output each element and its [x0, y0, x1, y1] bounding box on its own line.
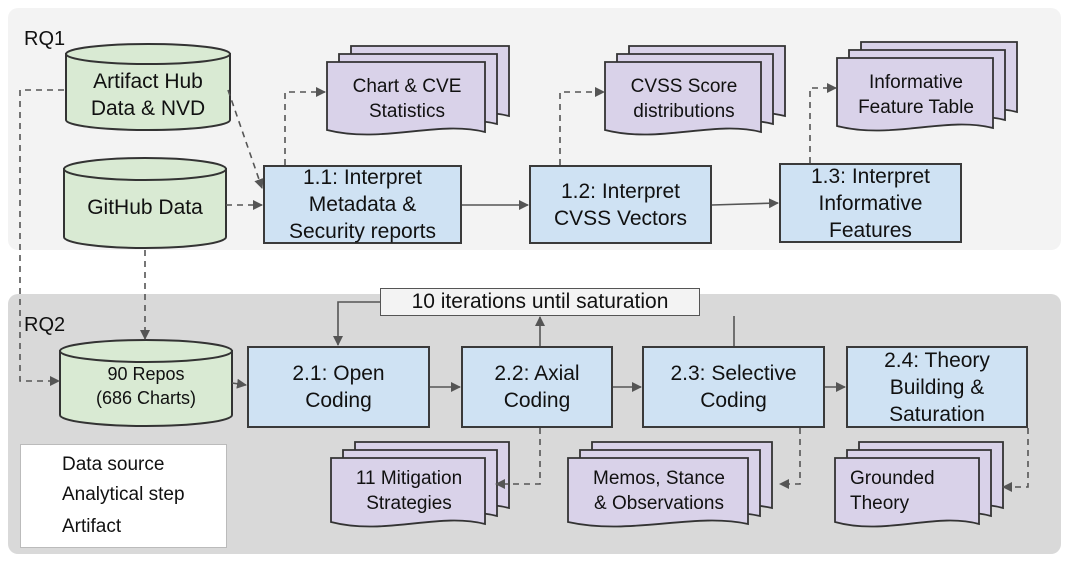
- memos-stack: [567, 441, 773, 528]
- artifact-hub-source: Artifact Hub Data & NVD: [90, 70, 206, 120]
- rq1-label: RQ1: [24, 28, 66, 50]
- chart-cve-stack: [326, 45, 510, 136]
- step-2-4: 2.4: Theory Building & Saturation: [846, 346, 1028, 428]
- artifact-grounded-theory: Grounded Theory: [850, 468, 935, 514]
- step-1-3: 1.3: Interpret Informative Features: [779, 163, 962, 243]
- legend: [20, 444, 227, 548]
- arrow-1-1-to-chart-cve: [284, 87, 326, 165]
- arrow-2-3-to-memos: [779, 428, 801, 489]
- arrow-repos-to-2-1: [231, 378, 247, 389]
- cvss-distributions-stack: [604, 45, 786, 136]
- artifact-cvss-distributions: CVSS Score distributions: [630, 76, 738, 122]
- iterations-note: 10 iterations until saturation: [380, 288, 700, 316]
- arrow-artifacthub-to-1-1: [227, 89, 264, 189]
- arrow-iterations-to-2-1: [333, 301, 380, 346]
- rq2-label: RQ2: [24, 314, 66, 336]
- arrow-artifacthub-to-repos: [19, 89, 64, 386]
- github-data-source: GitHub Data: [87, 196, 203, 219]
- legend-artifact: Artifact: [62, 516, 122, 537]
- arrow-1-2-to-1-3: [711, 198, 779, 209]
- arrow-2-4-to-theory: [1002, 428, 1029, 492]
- step-2-2: 2.2: Axial Coding: [461, 346, 613, 428]
- arrow-2-2-to-mitigation: [495, 428, 541, 489]
- step-1-1: 1.1: Interpret Metadata & Security repor…: [263, 165, 462, 244]
- repos-source: 90 Repos (686 Charts): [95, 364, 197, 408]
- step-2-1: 2.1: Open Coding: [247, 346, 430, 428]
- artifact-mitigation-strategies: 11 Mitigation Strategies: [355, 468, 463, 514]
- legend-analytical-step: Analytical step: [62, 484, 185, 505]
- theory-stack: [834, 441, 1004, 528]
- repos-cylinder: [59, 339, 233, 427]
- step-1-2: 1.2: Interpret CVSS Vectors: [529, 165, 712, 244]
- artifact-hub-cylinder: [65, 43, 231, 131]
- artifact-feature-table: Informative Feature Table: [858, 72, 974, 118]
- artifact-memos: Memos, Stance & Observations: [593, 468, 725, 514]
- github-cylinder: [63, 157, 227, 249]
- mitigation-stack: [330, 441, 510, 528]
- step-2-3: 2.3: Selective Coding: [642, 346, 825, 428]
- arrow-1-2-to-cvss: [559, 87, 605, 165]
- arrow-1-3-to-feature-table: [809, 83, 837, 163]
- feature-table-stack: [836, 41, 1018, 132]
- artifact-chart-cve: Chart & CVE Statistics: [352, 76, 462, 122]
- legend-data-source: Data source: [62, 454, 165, 475]
